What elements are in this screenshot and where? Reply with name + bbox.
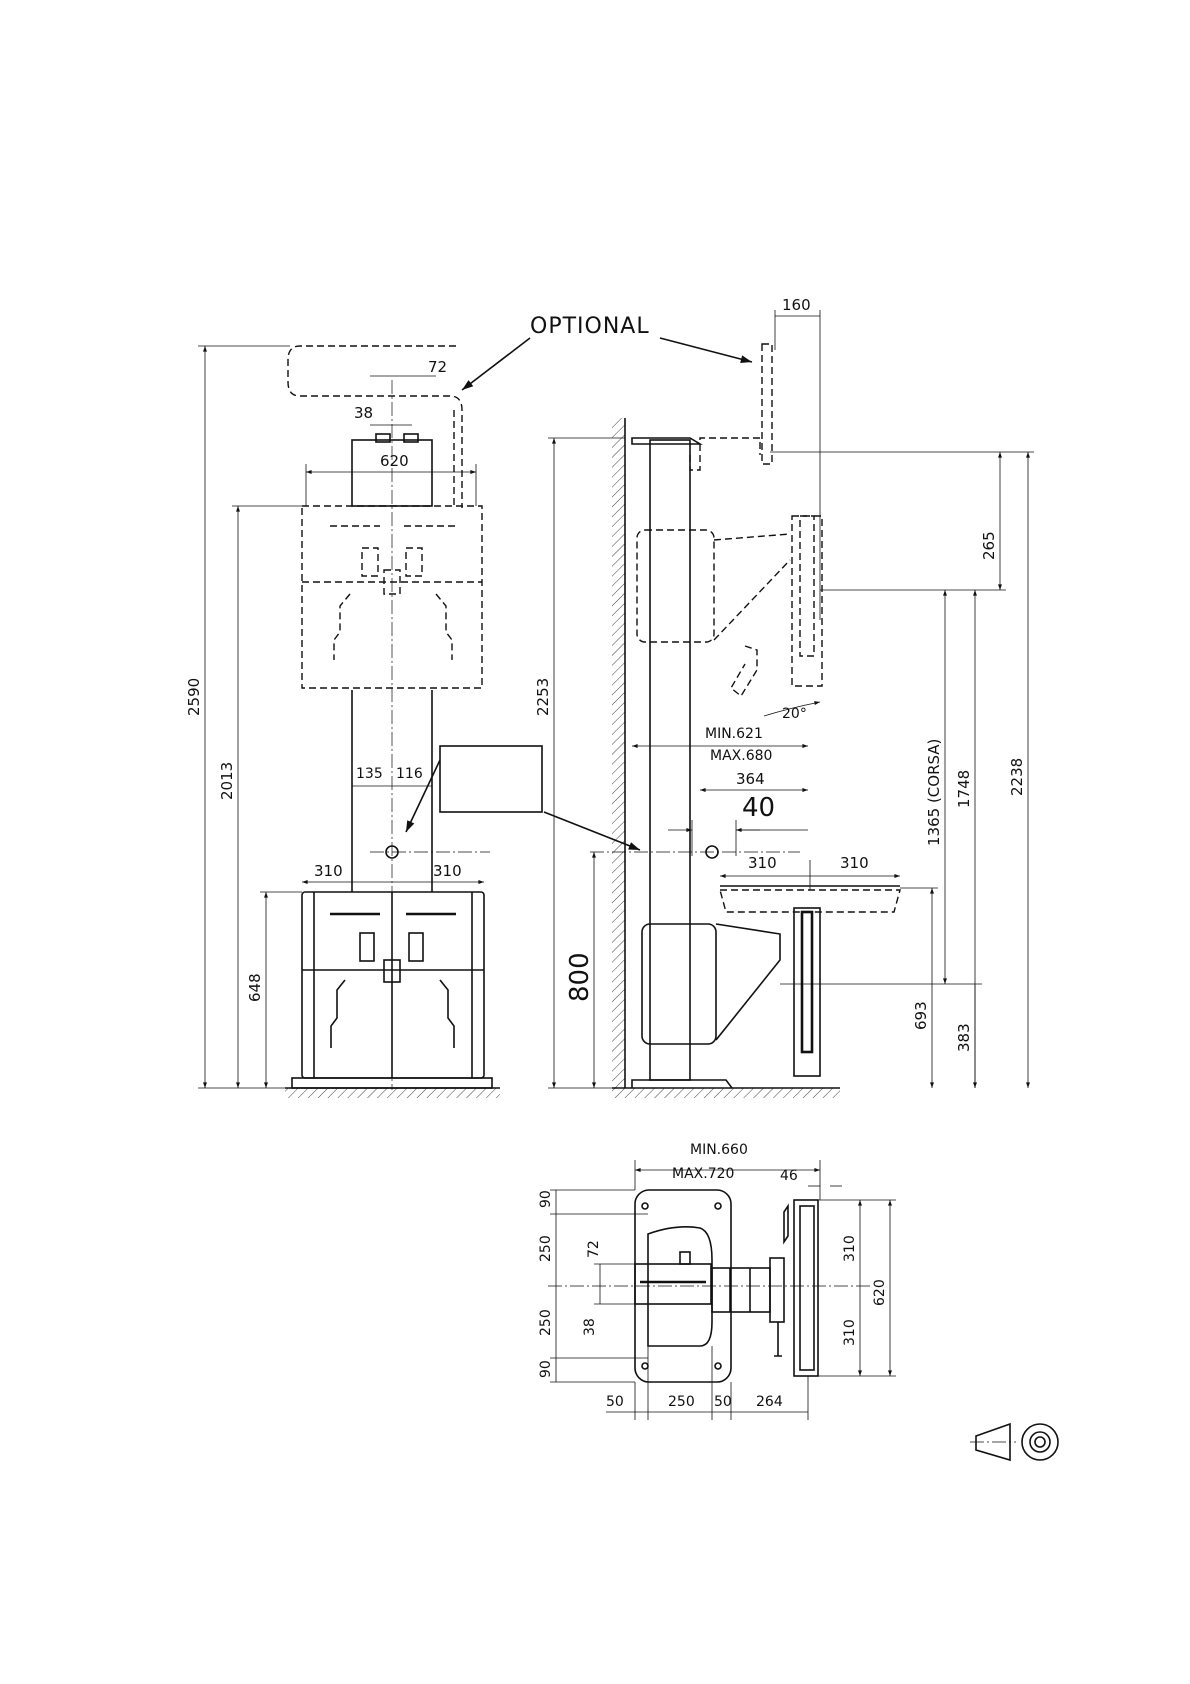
- dim-46: 46: [780, 1168, 798, 1184]
- dim-2590: 2590: [185, 678, 203, 716]
- dim-364: 364: [736, 770, 765, 788]
- dim-250-bottom: 250: [538, 1309, 554, 1336]
- dim-40: 40: [742, 793, 775, 823]
- dim-383: 383: [955, 1023, 973, 1052]
- dim-min-660: MIN.660: [690, 1142, 748, 1158]
- dim-648: 648: [246, 973, 264, 1002]
- dim-max-680: MAX.680: [710, 748, 772, 764]
- dim-72: 72: [428, 358, 447, 376]
- dim-620: 620: [380, 452, 409, 470]
- dim-310-bottom-right: 310: [842, 1319, 858, 1346]
- dim-72-top: 72: [586, 1240, 602, 1258]
- dim-90-top: 90: [538, 1190, 554, 1208]
- angle-20: 20°: [782, 706, 807, 722]
- side-lower-bucky: [642, 924, 716, 1044]
- optional-label: OPTIONAL: [530, 314, 650, 339]
- dim-250-bottom-row: 250: [668, 1394, 695, 1410]
- dim-693: 693: [912, 1001, 930, 1030]
- dim-310-side-left: 310: [748, 854, 777, 872]
- dim-310-left: 310: [314, 862, 343, 880]
- dim-310-right: 310: [433, 862, 462, 880]
- dim-264: 264: [756, 1394, 783, 1410]
- dim-250-top: 250: [538, 1235, 554, 1262]
- dim-160: 160: [782, 296, 811, 314]
- front-lower-cabinet: [302, 892, 484, 1078]
- dim-310-side-right: 310: [840, 854, 869, 872]
- dim-2013: 2013: [218, 762, 236, 800]
- dim-max-720: MAX.720: [672, 1166, 734, 1182]
- top-view: MIN.660 MAX.720 46 90 250 250 90 72 38 3…: [538, 1142, 896, 1420]
- side-column: [650, 440, 690, 1080]
- dim-310-top-right: 310: [842, 1235, 858, 1262]
- front-tube-housing: [440, 746, 542, 812]
- dim-38-top: 38: [582, 1318, 598, 1336]
- dim-135: 135: [356, 766, 383, 782]
- dim-90-bottom: 90: [538, 1360, 554, 1378]
- dim-2253: 2253: [534, 678, 552, 716]
- dim-min-621: MIN.621: [705, 726, 763, 742]
- dim-1748: 1748: [955, 770, 973, 808]
- front-view: 72 38 620 2590 2013 135 116 310 310 648: [185, 346, 542, 1098]
- dim-265: 265: [980, 531, 998, 560]
- side-view: 20° 160 2253 265 1748 2238 136: [534, 296, 1034, 1098]
- dim-620-top: 620: [872, 1279, 888, 1306]
- dim-116: 116: [396, 766, 423, 782]
- dim-2238: 2238: [1008, 758, 1026, 796]
- dim-38: 38: [354, 404, 373, 422]
- dim-1365-corsa: 1365 (CORSA): [925, 739, 943, 846]
- dim-800: 800: [565, 952, 595, 1002]
- dim-50-mid: 50: [714, 1394, 732, 1410]
- first-angle-projection-icon: [970, 1424, 1058, 1460]
- dim-50-left: 50: [606, 1394, 624, 1410]
